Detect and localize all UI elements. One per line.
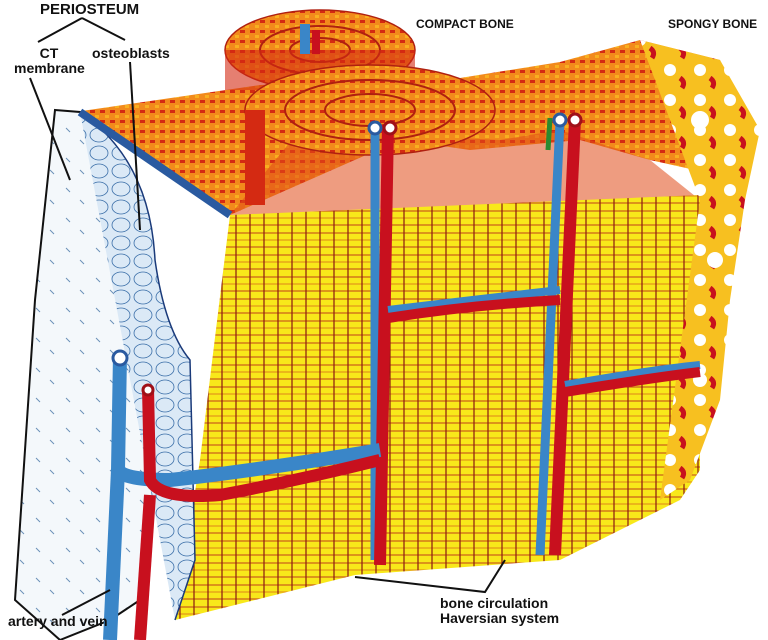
artery-vein-leader (61, 589, 111, 616)
label-ct-membrane: CT membrane (14, 45, 85, 77)
periosteum-leader-right (81, 17, 126, 41)
label-compact-bone: COMPACT BONE (416, 17, 514, 31)
label-artery-and-vein: artery and vein (8, 613, 108, 629)
label-bone-circulation: bone circulation Haversian system (440, 595, 560, 627)
label-spongy-bone: SPONGY BONE (668, 17, 758, 31)
ct-membrane-leader (29, 77, 71, 181)
label-periosteum: PERIOSTEUM (40, 1, 140, 18)
label-ct-membrane-line1: CT (39, 45, 59, 61)
compact-bone-front (175, 195, 700, 620)
spongy-bone-edge (640, 40, 760, 500)
label-ct-membrane-line2: membrane (14, 60, 85, 77)
haversian-vessels (367, 112, 701, 566)
artery-and-vein (103, 349, 382, 640)
osteoblasts-leader (129, 61, 141, 231)
label-haversian-system: Haversian system (440, 610, 560, 627)
leader-lines (29, 17, 506, 616)
label-bone-circulation-line1: bone circulation (440, 595, 549, 611)
osteon-cylinders (224, 9, 496, 205)
label-osteoblasts: osteoblasts (92, 45, 170, 61)
haversian-leader (354, 559, 506, 594)
periosteum-leader-left (37, 17, 83, 43)
